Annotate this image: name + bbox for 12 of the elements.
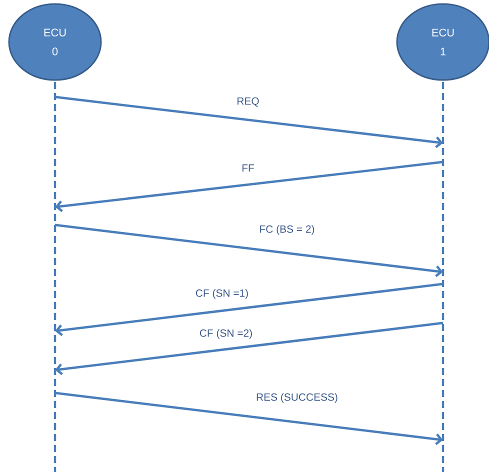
arrow: [54, 392, 443, 446]
edge-label: RES (SUCCESS): [256, 393, 338, 403]
arrow: [54, 224, 443, 278]
arrow: [55, 322, 444, 376]
edge-label: FF: [242, 164, 254, 172]
edge-label: CF (SN =1): [196, 289, 248, 299]
arrow: [55, 282, 444, 336]
edge-label: REQ: [238, 97, 259, 107]
edge-label: FC (BS = 2): [260, 225, 314, 235]
arrow: [54, 96, 443, 148]
arrow: [55, 160, 444, 212]
edge-label: CF (SN =2): [200, 329, 252, 339]
